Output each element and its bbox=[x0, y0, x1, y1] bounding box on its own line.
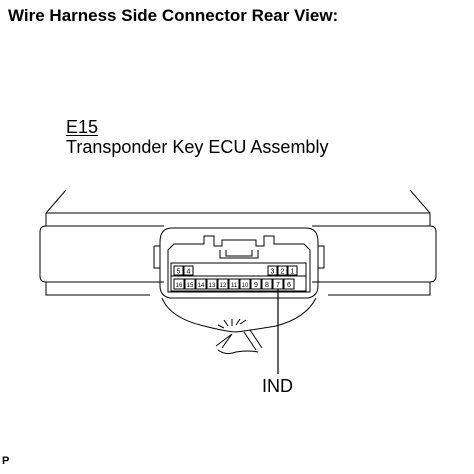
pin-label-13: 13 bbox=[209, 283, 216, 289]
connector-inner-frame bbox=[167, 235, 311, 293]
pin-label-15: 15 bbox=[187, 283, 194, 289]
pin-label-9: 9 bbox=[254, 282, 258, 289]
wire-2 bbox=[243, 329, 263, 351]
pin-label-5: 5 bbox=[177, 269, 181, 276]
pin-label-2: 2 bbox=[281, 269, 285, 276]
connector-name: Transponder Key ECU Assembly bbox=[66, 137, 329, 157]
pin-label-3: 3 bbox=[271, 269, 275, 276]
pin-label-10: 10 bbox=[242, 283, 249, 289]
locking-tab bbox=[219, 250, 259, 259]
pin-label-14: 14 bbox=[198, 283, 205, 289]
pin-label-7: 7 bbox=[276, 282, 280, 289]
connector-shell bbox=[159, 227, 319, 299]
figure-id: P bbox=[2, 455, 10, 467]
pin-label-16: 16 bbox=[176, 283, 183, 289]
pin-label-11: 11 bbox=[231, 283, 238, 289]
ecu-housing-outline-right bbox=[328, 189, 437, 296]
pin-label-12: 12 bbox=[220, 283, 227, 289]
pin-label-1: 1 bbox=[291, 269, 295, 276]
wire-1 bbox=[215, 333, 233, 349]
callout-label-ind: IND bbox=[262, 376, 293, 396]
pin-label-8: 8 bbox=[265, 282, 269, 289]
pin-label-6: 6 bbox=[287, 282, 291, 289]
wire-bundle-outline bbox=[161, 297, 317, 333]
diagram-title: Wire Harness Side Connector Rear View: bbox=[8, 6, 339, 25]
ecu-housing-outline bbox=[39, 189, 150, 296]
pin-label-4: 4 bbox=[187, 269, 191, 276]
connector-code: E15 bbox=[66, 117, 99, 137]
